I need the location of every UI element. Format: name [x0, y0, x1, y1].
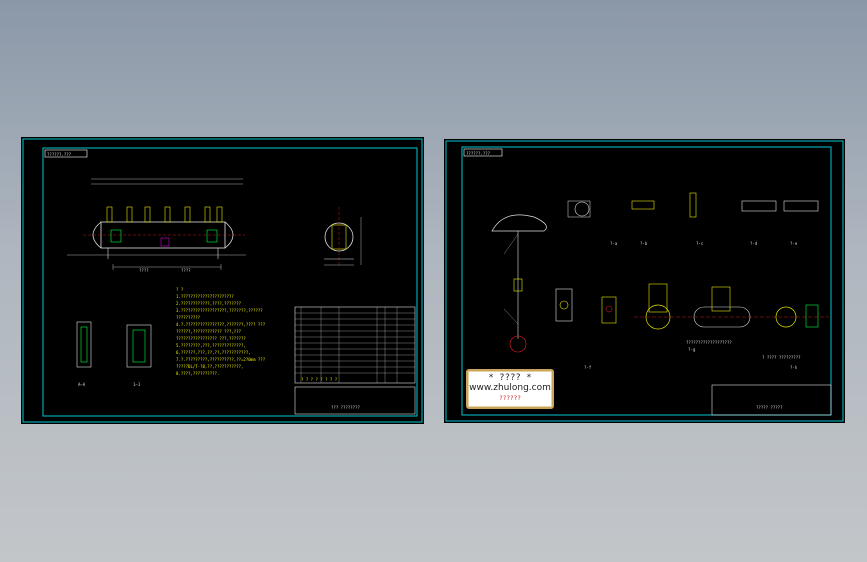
watermark-marks: * ???? *: [488, 373, 532, 383]
dim-a-label: ????: [139, 268, 149, 273]
right-drawing-sheet[interactable]: ??????.??? ?-a ?-b ?-c ?-d ?-e: [444, 139, 845, 423]
title-tab-box: [463, 148, 503, 157]
table-footer: ? ? ? ? ? ? ? ?: [301, 377, 338, 382]
label-hf: ?-f: [584, 365, 592, 370]
detail-parts-top: [567, 192, 819, 218]
note-line: ??????,???????????? ???,???: [176, 329, 242, 334]
right-title-block-text: ????? ?????: [756, 405, 783, 410]
title-tab: ??????.???: [47, 152, 72, 157]
note-mid: ???????????????????: [686, 340, 732, 345]
note-line: 3.???????????????????,???????,??????: [176, 308, 263, 313]
title-block: [711, 384, 832, 416]
watermark-url: www.zhulong.com: [469, 383, 551, 393]
note-line: ??????????: [176, 315, 201, 320]
parts-table: [294, 306, 416, 384]
end-view-drawing: [324, 207, 362, 267]
note-line: 5.????????,???,?????????????,: [176, 343, 246, 348]
label-hg: ?-g: [688, 347, 696, 352]
dim-b-label: ????: [181, 268, 191, 273]
notes-block: 1.?????????????????????? 2.????????????,…: [176, 294, 266, 376]
zhulong-watermark: * ???? * www.zhulong.com ??????: [466, 369, 554, 409]
note-line: 7.?.?????????,??????????,??=2?0mm ???: [176, 357, 266, 362]
note-right: ? ???? ?????????: [762, 355, 801, 360]
watermark-sub: ??????: [499, 395, 521, 402]
right-drawing-canvas: ??????.??? ?-a ?-b ?-c ?-d ?-e: [445, 140, 844, 422]
label-hb: ?-b: [640, 241, 648, 246]
label-hh: ?-h: [790, 365, 798, 370]
label-hd: ?-d: [750, 241, 758, 246]
note-line: 6.??????,???,??,??,???????????,: [176, 350, 251, 355]
title-tab-box: [44, 149, 88, 158]
section-11-label: 1—1: [133, 382, 141, 387]
section-views: [76, 321, 152, 368]
title-block: [294, 386, 416, 415]
left-drawing-sheet[interactable]: ??????.??? ???? ????: [21, 137, 424, 424]
note-line: 8.????,??????????.: [176, 371, 219, 376]
note-line: ????????????????? ???,???????: [176, 336, 246, 341]
detail-parts-middle: [555, 283, 829, 330]
label-hc: ?-c: [696, 241, 704, 246]
outer-frame: [445, 140, 844, 422]
left-title-block-text: ??? ????????: [331, 405, 360, 410]
note-line: 4.?.????????????????,???????,???? ???: [176, 322, 266, 327]
hanger-assembly: [491, 214, 547, 353]
label-ha: ?-a: [610, 241, 618, 246]
outer-frame: [22, 138, 423, 423]
inner-frame: [461, 146, 832, 416]
title-tab: ??????.???: [466, 151, 491, 156]
note-line: 1.??????????????????????: [176, 294, 234, 299]
note-line: 2.????????????,????,???????: [176, 301, 242, 306]
horizontal-vessel-drawing: ???? ????: [67, 178, 246, 273]
left-drawing-canvas: ??????.??? ???? ????: [22, 138, 423, 423]
note-line: ?????DL/T-?8,??,???????????,: [176, 364, 243, 369]
label-he: ?-e: [790, 241, 798, 246]
section-ad-label: A—A: [78, 382, 86, 387]
notes-heading: ? ?: [176, 287, 184, 292]
inner-frame: [42, 147, 418, 417]
